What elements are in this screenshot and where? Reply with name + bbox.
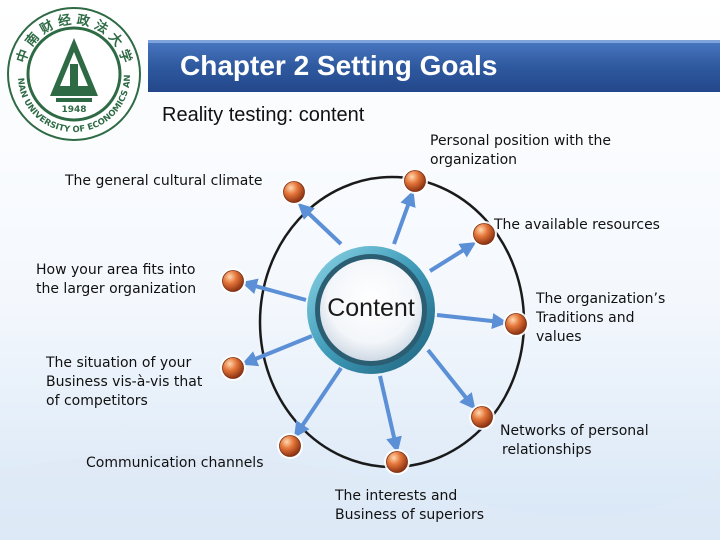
- label-cultural-climate: The general cultural climate: [65, 172, 262, 191]
- node-ball-networks: [471, 406, 493, 428]
- label-area-fits: How your area fits into the larger organ…: [36, 261, 196, 299]
- node-ball-traditions: [505, 313, 527, 335]
- label-networks: Networks of personal relationships: [500, 422, 649, 460]
- label-competitors: The situation of your Business vis-à-vis…: [46, 354, 202, 411]
- title-bar: [148, 40, 720, 92]
- label-line: The general cultural climate: [65, 173, 263, 189]
- arrow-personal-position: [392, 190, 416, 245]
- label-line: Business vis-à-vis that: [46, 374, 203, 390]
- label-line: organization: [430, 152, 518, 168]
- label-line: The organization’s: [536, 291, 666, 307]
- arrow-competitors: [241, 334, 313, 367]
- node-balls-group: [220, 168, 529, 475]
- label-available-resources: The available resources: [494, 216, 660, 235]
- label-line: Communication channels: [86, 455, 264, 471]
- svg-text:1948: 1948: [61, 105, 86, 115]
- label-line: Traditions and: [536, 310, 635, 326]
- label-superiors: The interests and Business of superiors: [335, 487, 484, 525]
- arrow-traditions: [436, 313, 509, 329]
- arrow-cultural-climate: [297, 203, 343, 246]
- node-ball-cultural-climate: [283, 181, 305, 203]
- label-line: Business of superiors: [335, 507, 485, 523]
- label-line: How your area fits into: [36, 262, 196, 278]
- label-line: of competitors: [46, 393, 148, 409]
- node-ball-personal-position: [404, 170, 426, 192]
- label-line: The situation of your: [46, 355, 192, 371]
- arrow-communication: [293, 366, 343, 438]
- arrow-networks: [426, 348, 476, 410]
- label-traditions: The organization’s Traditions and values: [536, 290, 665, 347]
- label-line: values: [536, 329, 582, 345]
- label-line: relationships: [502, 442, 592, 458]
- center-label: Content: [327, 294, 415, 322]
- label-line: The interests and: [335, 488, 458, 504]
- label-personal-position: Personal position with the organization: [430, 132, 611, 170]
- slide-title: Chapter 2 Setting Goals: [180, 50, 498, 81]
- label-line: the larger organization: [36, 281, 197, 297]
- node-ball-area-fits: [222, 270, 244, 292]
- label-line: Personal position with the: [430, 133, 611, 149]
- node-ball-superiors: [386, 451, 408, 473]
- university-seal-logo: 中 南 财 经 政 法 大 学 ZHONGNAN UNIVERSITY OF E…: [4, 4, 141, 141]
- arrow-available-resources: [428, 242, 477, 273]
- node-ball-available-resources: [473, 223, 495, 245]
- label-line: The available resources: [494, 217, 660, 233]
- label-line: Networks of personal: [500, 423, 649, 439]
- arrows-group: [241, 190, 509, 454]
- arrow-area-fits: [241, 278, 307, 302]
- label-communication: Communication channels: [86, 454, 264, 473]
- slide-subtitle: Reality testing: content: [162, 104, 365, 126]
- arrow-superiors: [378, 375, 402, 454]
- node-ball-communication: [279, 435, 301, 457]
- node-ball-competitors: [222, 357, 244, 379]
- center-disk: [320, 259, 422, 361]
